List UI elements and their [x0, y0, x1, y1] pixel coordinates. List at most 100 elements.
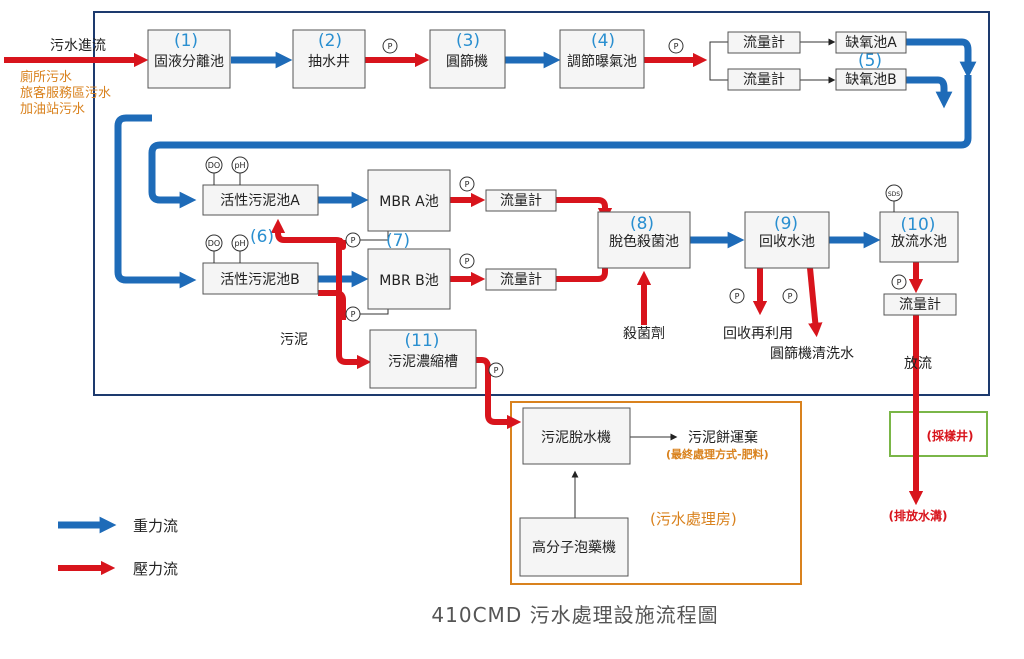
disinfectant-label: 殺菌劑: [623, 325, 665, 342]
pump-label-wash: P: [788, 292, 793, 301]
box-sludge-dewater: [522, 407, 631, 465]
box-aeration-equalization: [559, 29, 645, 89]
inflow-source-1: 旅客服務區污水: [20, 85, 111, 101]
box-activated-sludge-b: [202, 262, 319, 295]
label-u9: 回收水池: [759, 234, 815, 250]
number-u5: (5): [858, 51, 882, 71]
pump-label-reuse: P: [735, 292, 740, 301]
label-u4: 調節曝氣池: [567, 53, 637, 70]
pump-icon-10: [891, 274, 907, 290]
label-meter-top: 流量計: [743, 35, 785, 51]
box-pump-well: [292, 29, 366, 89]
flow-anoxic-a-out: [906, 38, 977, 79]
label-dewater: 污泥脫水機: [541, 430, 611, 446]
box-meter-mbr-b: [485, 268, 557, 291]
label-u1: 固液分離池: [154, 53, 224, 70]
number-u10: (10): [901, 215, 936, 235]
number-u8: (8): [630, 214, 654, 234]
box-meter-mbr-a: [485, 189, 557, 212]
box-activated-sludge-a: [202, 184, 319, 216]
label-as-b: 活性污泥池B: [220, 272, 300, 288]
pump-label-mbr-b-sludge: P: [351, 310, 356, 319]
pump-icon-reuse: [729, 288, 745, 304]
pump-label-10: P: [897, 278, 902, 287]
box-meter-bottom: [727, 68, 801, 91]
flow-meter-b-to-8: [556, 250, 613, 282]
pump-icon-mbr-a-out: [459, 176, 475, 192]
legend-pressure-label: 壓力流: [133, 560, 178, 578]
box-decolor-disinfection: [597, 211, 691, 269]
box-mbr-b: [367, 248, 451, 310]
label-u10: 放流水池: [891, 234, 947, 250]
sludge-cake-label: 污泥餅運棄: [688, 429, 758, 446]
do-label-b: DO: [208, 239, 220, 248]
flow-11-to-dewater: [476, 357, 522, 430]
pump-icon-mbr-b-out: [459, 253, 475, 269]
label-meter-bottom: 流量計: [743, 72, 785, 88]
number-u7: (7): [386, 231, 410, 251]
flow-anoxic-b-out: [906, 76, 953, 109]
box-meter-effluent: [883, 293, 957, 316]
mbr-pump-link-b: [360, 309, 389, 315]
flow-screen-wash: [807, 267, 823, 338]
mbr-pump-link-a: [360, 231, 389, 241]
number-u4: (4): [591, 31, 615, 51]
sludge-label: 污泥: [280, 332, 308, 348]
flow-sludge-to-11: [336, 238, 372, 370]
pump-label-11: P: [494, 366, 499, 375]
label-u11: 污泥濃縮槽: [388, 354, 458, 370]
sampling-well-box: [889, 411, 988, 457]
label-u2: 抽水井: [308, 54, 350, 70]
screen-wash-label: 圓篩機清洗水: [770, 346, 854, 362]
pump-icon-wash: [782, 288, 798, 304]
label-as-a: 活性污泥池A: [220, 193, 300, 209]
pump-label-4: P: [674, 42, 679, 51]
label-meter-effluent: 流量計: [899, 297, 941, 313]
number-u11: (11): [405, 331, 440, 351]
label-mbr-b: MBR B池: [379, 273, 438, 289]
pump-label-mbr-b-out: P: [465, 257, 470, 266]
flow-to-activated-sludge-b: [114, 114, 197, 289]
sludge-room-title: (污水處理房): [650, 510, 737, 528]
inflow-label: 污水進流: [50, 38, 106, 54]
pump-icon-mbr-b-sludge: [345, 306, 361, 322]
number-u2: (2): [318, 31, 342, 51]
inflow-source-0: 廁所污水: [20, 69, 72, 85]
ph-label-a: pH: [234, 161, 245, 170]
box-polymer: [519, 517, 629, 577]
pump-icon-11: [488, 362, 504, 378]
box-solid-liquid-separation: [147, 29, 231, 89]
sds-label: SDS: [888, 191, 900, 198]
pump-label-2: P: [388, 42, 393, 51]
box-rotary-screen: [429, 29, 506, 89]
flow-meter-a-to-8: [556, 197, 613, 223]
box-sludge-thickener: [369, 329, 477, 389]
box-reclaimed-water: [744, 211, 830, 269]
label-u8: 脫色殺菌池: [609, 233, 679, 250]
split-lines: [709, 41, 728, 81]
pump-icon-2: [382, 38, 398, 54]
box-anoxic-b: [835, 68, 907, 91]
sludge-cake-note: (最終處理方式-肥料): [666, 447, 769, 461]
legend-gravity-label: 重力流: [133, 517, 178, 535]
pump-label-mbr-a-sludge: P: [351, 236, 356, 245]
box-anoxic-a: [835, 31, 907, 54]
number-u9: (9): [774, 214, 798, 234]
do-label-a: DO: [208, 161, 220, 170]
box-mbr-a: [367, 169, 451, 232]
drain-label: (排放水溝): [889, 508, 948, 523]
pump-icon-4: [668, 38, 684, 54]
label-meter-mbr-b: 流量計: [500, 272, 542, 288]
pump-label-mbr-a-out: P: [465, 180, 470, 189]
label-polymer: 高分子泡藥機: [532, 539, 616, 556]
number-u6: (6): [250, 227, 274, 247]
pump-icon-mbr-a-sludge: [345, 232, 361, 248]
diagram-title: 410CMD 污水處理設施流程圖: [431, 603, 718, 627]
sludge-room-frame: [510, 401, 802, 585]
discharge-label: 放流: [904, 356, 932, 372]
ph-label-b: pH: [234, 239, 245, 248]
inflow-source-2: 加油站污水: [20, 102, 85, 117]
box-meter-top: [727, 31, 801, 54]
flow-sludge-recycle-a: [270, 218, 346, 250]
